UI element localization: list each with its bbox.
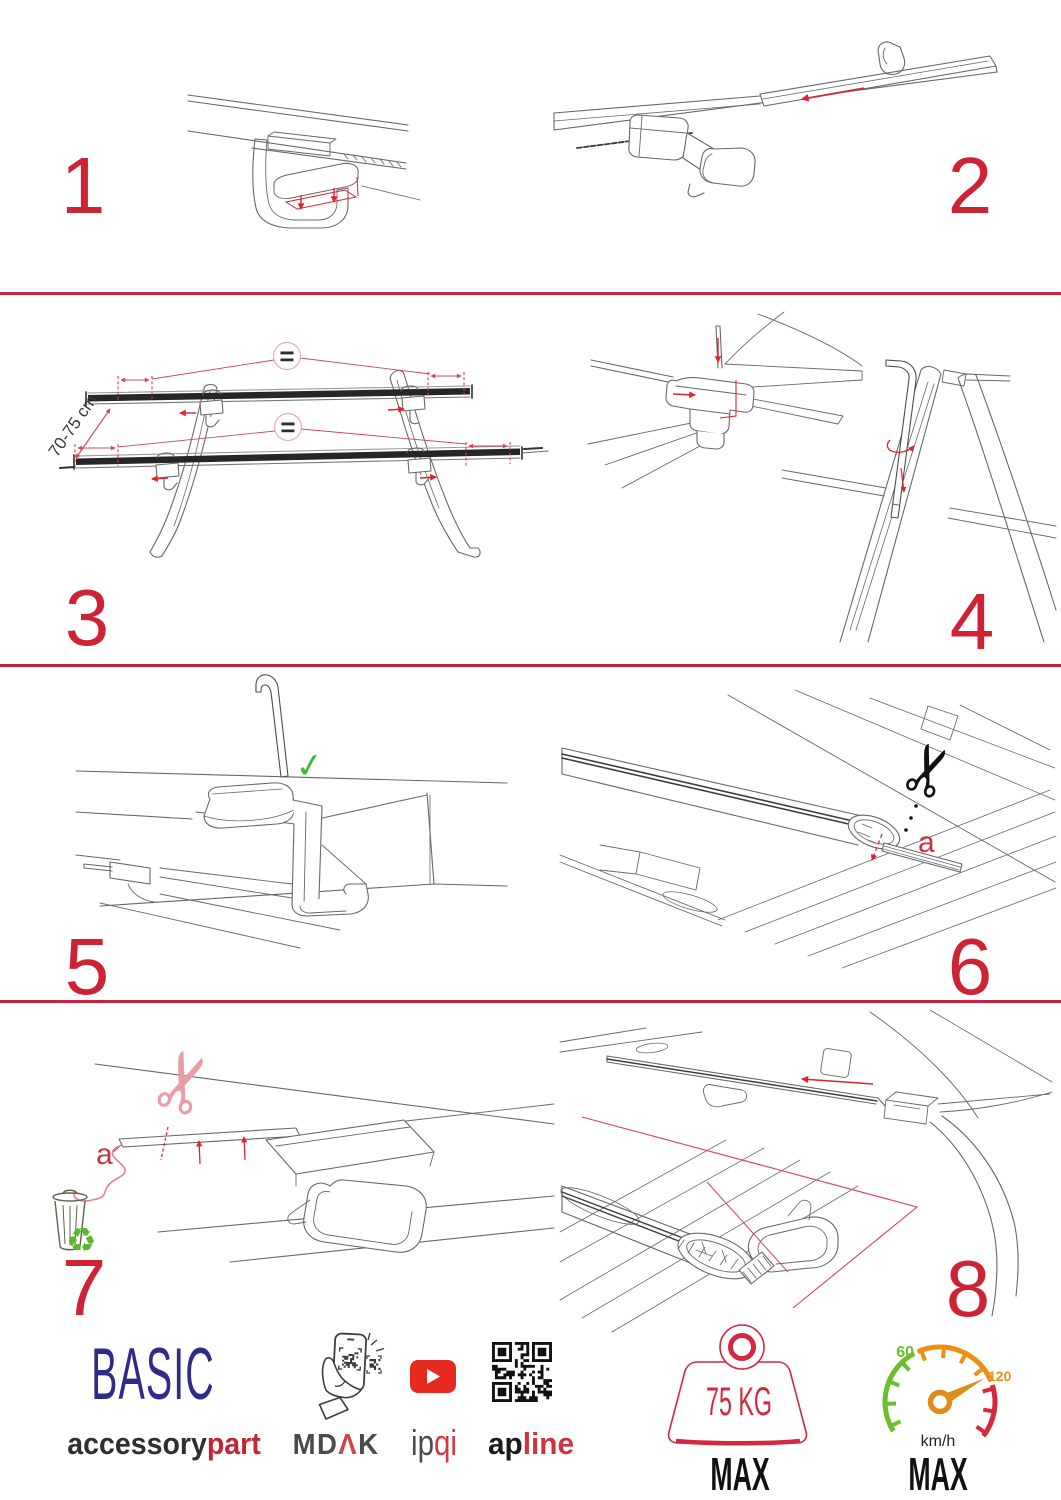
step8-red-marks — [581, 1075, 919, 1309]
step3-drawing — [59, 369, 549, 558]
step5-drawing — [75, 674, 508, 949]
recycle-icon: ♻ — [66, 1221, 96, 1261]
step-number-5: 5 — [64, 922, 110, 1011]
divider-2 — [0, 664, 1061, 667]
step6-cut-marks — [871, 804, 918, 861]
weight-max-label: MAX — [710, 1448, 770, 1500]
step1-drawing — [187, 94, 421, 229]
step3-annotations — [74, 357, 511, 483]
equals-badge-bottom — [273, 412, 303, 442]
mdak-suffix: K — [358, 1429, 380, 1461]
strip-label-a: a — [918, 826, 935, 859]
step-number-3: 3 — [64, 573, 110, 662]
phone-qr-icon — [318, 1332, 385, 1420]
step-number-2: 2 — [947, 141, 993, 230]
qr-code-icon — [492, 1342, 552, 1402]
divider-1 — [0, 292, 1061, 295]
weight-value: 75 KG — [706, 1380, 772, 1424]
equals-sign-top: = — [279, 341, 294, 371]
step-number-6: 6 — [947, 922, 993, 1011]
scissors-trim-icon: ✂ — [129, 1035, 239, 1130]
mdak-prefix: MD — [292, 1429, 339, 1461]
step1-red-arrows — [284, 176, 359, 210]
brand-name-red: part — [206, 1426, 261, 1461]
step-number-8: 8 — [945, 1244, 991, 1333]
brand-name-dark: accessory — [67, 1426, 207, 1461]
step7-red-marks — [112, 1126, 248, 1165]
weight-max-icon: 75 KG — [667, 1324, 808, 1446]
apline-dark: ap — [487, 1426, 523, 1461]
apline-red: line — [522, 1426, 575, 1461]
step-number-1: 1 — [60, 141, 106, 230]
step7-discard — [52, 1145, 126, 1251]
distance-label: 70-75 cm — [45, 391, 101, 460]
step8-drawing — [559, 1009, 1053, 1333]
apline-logo: apline — [488, 1428, 574, 1459]
brand-name: accessorypart — [67, 1428, 260, 1459]
youtube-channel-label: ipqi — [411, 1425, 457, 1461]
step6-drawing — [559, 689, 1057, 969]
speed-unit-label: km/h — [921, 1433, 956, 1450]
check-icon: ✓ — [293, 744, 327, 788]
youtube-icon — [410, 1360, 456, 1393]
trim-label-a: a — [96, 1138, 113, 1171]
step-number-4: 4 — [949, 577, 995, 666]
equals-sign-bottom: = — [280, 412, 295, 442]
speed-low-label: 60 — [896, 1344, 914, 1361]
equals-badge-top — [272, 341, 302, 371]
mdak-logo: MDΛK — [293, 1431, 380, 1460]
trash-bin-icon — [52, 1189, 88, 1251]
step-number-7: 7 — [61, 1243, 107, 1332]
brand-title: BASIC — [91, 1334, 215, 1415]
step2-red-arrow — [800, 87, 865, 102]
step4-red-marks — [672, 338, 915, 493]
step7-drawing — [94, 1063, 555, 1263]
step4-drawing — [587, 311, 1057, 643]
speed-max-label: MAX — [908, 1448, 968, 1500]
scissors-icon: ✂ — [883, 730, 977, 812]
speed-high-label: 120 — [988, 1368, 1012, 1384]
ipqi-red: qi — [434, 1422, 457, 1463]
ipqi-dark: ip — [411, 1422, 434, 1463]
mdak-lambda: Λ — [338, 1429, 359, 1461]
speedometer-icon: 60 120 km/h — [882, 1344, 1012, 1450]
divider-3 — [0, 1000, 1061, 1003]
step2-drawing — [553, 41, 998, 198]
